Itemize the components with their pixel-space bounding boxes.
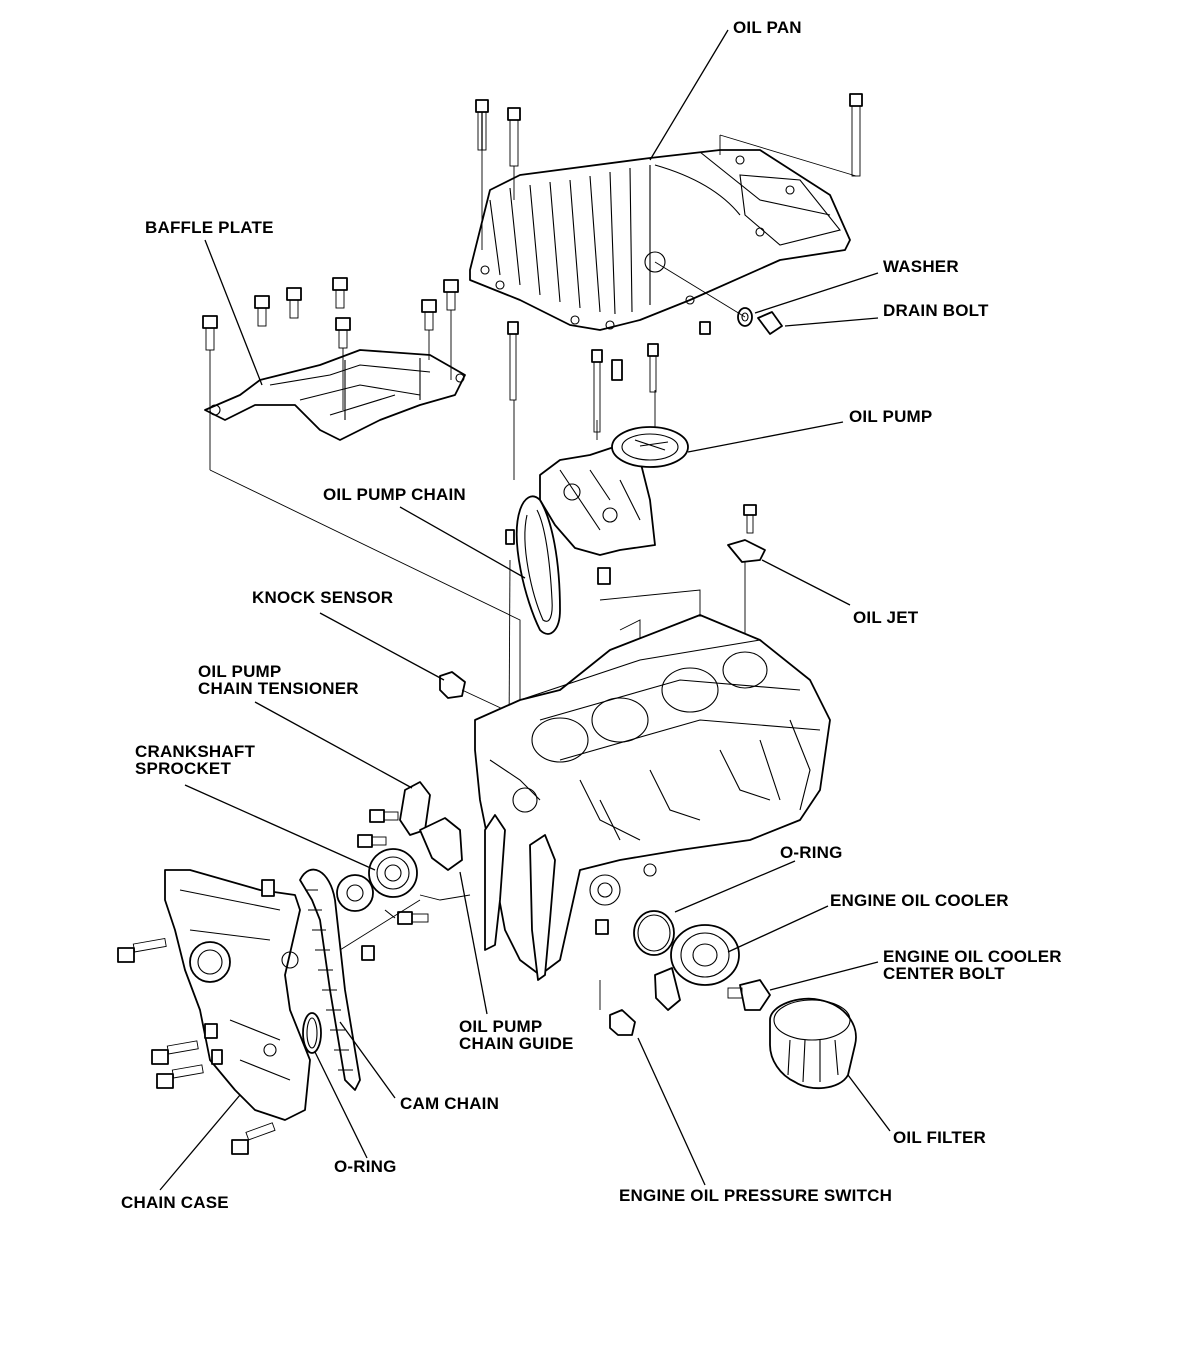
label-o-ring-right: O-RING bbox=[780, 843, 843, 862]
oil-pan bbox=[469, 149, 851, 331]
oil-pump-chain bbox=[515, 495, 561, 635]
engine-oil-cooler bbox=[654, 924, 740, 1011]
label-engine-oil-cooler: ENGINE OIL COOLER bbox=[830, 891, 1009, 910]
label-engine-oil-pressure-switch: ENGINE OIL PRESSURE SWITCH bbox=[619, 1186, 893, 1205]
label-oil-pump-chain: OIL PUMP CHAIN bbox=[323, 485, 466, 504]
cam-chain-guide bbox=[529, 834, 556, 981]
label-line: SPROCKET bbox=[135, 759, 232, 778]
chain-case bbox=[164, 869, 375, 1121]
label-engine-oil-cooler-center-bolt: ENGINE OIL COOLER CENTER BOLT bbox=[883, 948, 1062, 982]
label-baffle-plate: BAFFLE PLATE bbox=[145, 218, 274, 237]
label-oil-pump-chain-guide: OIL PUMP CHAIN GUIDE bbox=[459, 1018, 574, 1052]
label-crankshaft-sprocket: CRANKSHAFT SPROCKET bbox=[135, 743, 255, 777]
label-oil-pan: OIL PAN bbox=[733, 18, 802, 37]
crankshaft-sprocket bbox=[336, 848, 429, 925]
label-oil-filter: OIL FILTER bbox=[893, 1128, 986, 1147]
engine-oil-pressure-switch bbox=[595, 919, 636, 1036]
label-oil-pump-chain-tensioner: OIL PUMP CHAIN TENSIONER bbox=[198, 663, 359, 697]
cam-chain bbox=[299, 868, 421, 1091]
label-line: CRANKSHAFT bbox=[135, 742, 256, 761]
oil-filter bbox=[769, 997, 857, 1090]
label-cam-chain: CAM CHAIN bbox=[400, 1094, 500, 1113]
engine-oil-cooler-center-bolt bbox=[727, 979, 771, 1011]
chain-case-bolts bbox=[117, 937, 276, 1155]
label-line: CHAIN GUIDE bbox=[459, 1034, 574, 1053]
label-line: OIL PUMP bbox=[198, 662, 282, 681]
oil-pump-chain-tensioner bbox=[357, 781, 463, 871]
engine-block bbox=[474, 614, 831, 976]
oil-pump-chain-guide bbox=[484, 814, 506, 951]
drain-bolt-assembly bbox=[654, 261, 783, 335]
baffle-plate bbox=[204, 349, 466, 441]
label-oil-pump: OIL PUMP bbox=[849, 407, 933, 426]
label-line: ENGINE OIL COOLER bbox=[883, 947, 1062, 966]
label-washer: WASHER bbox=[883, 257, 959, 276]
o-ring-right bbox=[633, 910, 675, 956]
label-line: OIL PUMP bbox=[459, 1017, 543, 1036]
oil-pan-bolts bbox=[475, 93, 863, 335]
leader-lines bbox=[159, 29, 891, 1191]
oil-jet bbox=[727, 504, 766, 563]
label-knock-sensor: KNOCK SENSOR bbox=[252, 588, 394, 607]
label-drain-bolt: DRAIN BOLT bbox=[883, 301, 989, 320]
label-line: CHAIN TENSIONER bbox=[198, 679, 359, 698]
oil-pump bbox=[505, 321, 689, 585]
o-ring-left bbox=[302, 1012, 322, 1054]
baffle-plate-bolts bbox=[202, 277, 459, 470]
label-oil-jet: OIL JET bbox=[853, 608, 919, 627]
label-chain-case: CHAIN CASE bbox=[121, 1193, 229, 1212]
knock-sensor bbox=[439, 671, 506, 711]
label-o-ring-left: O-RING bbox=[334, 1157, 397, 1176]
label-line: CENTER BOLT bbox=[883, 964, 1005, 983]
